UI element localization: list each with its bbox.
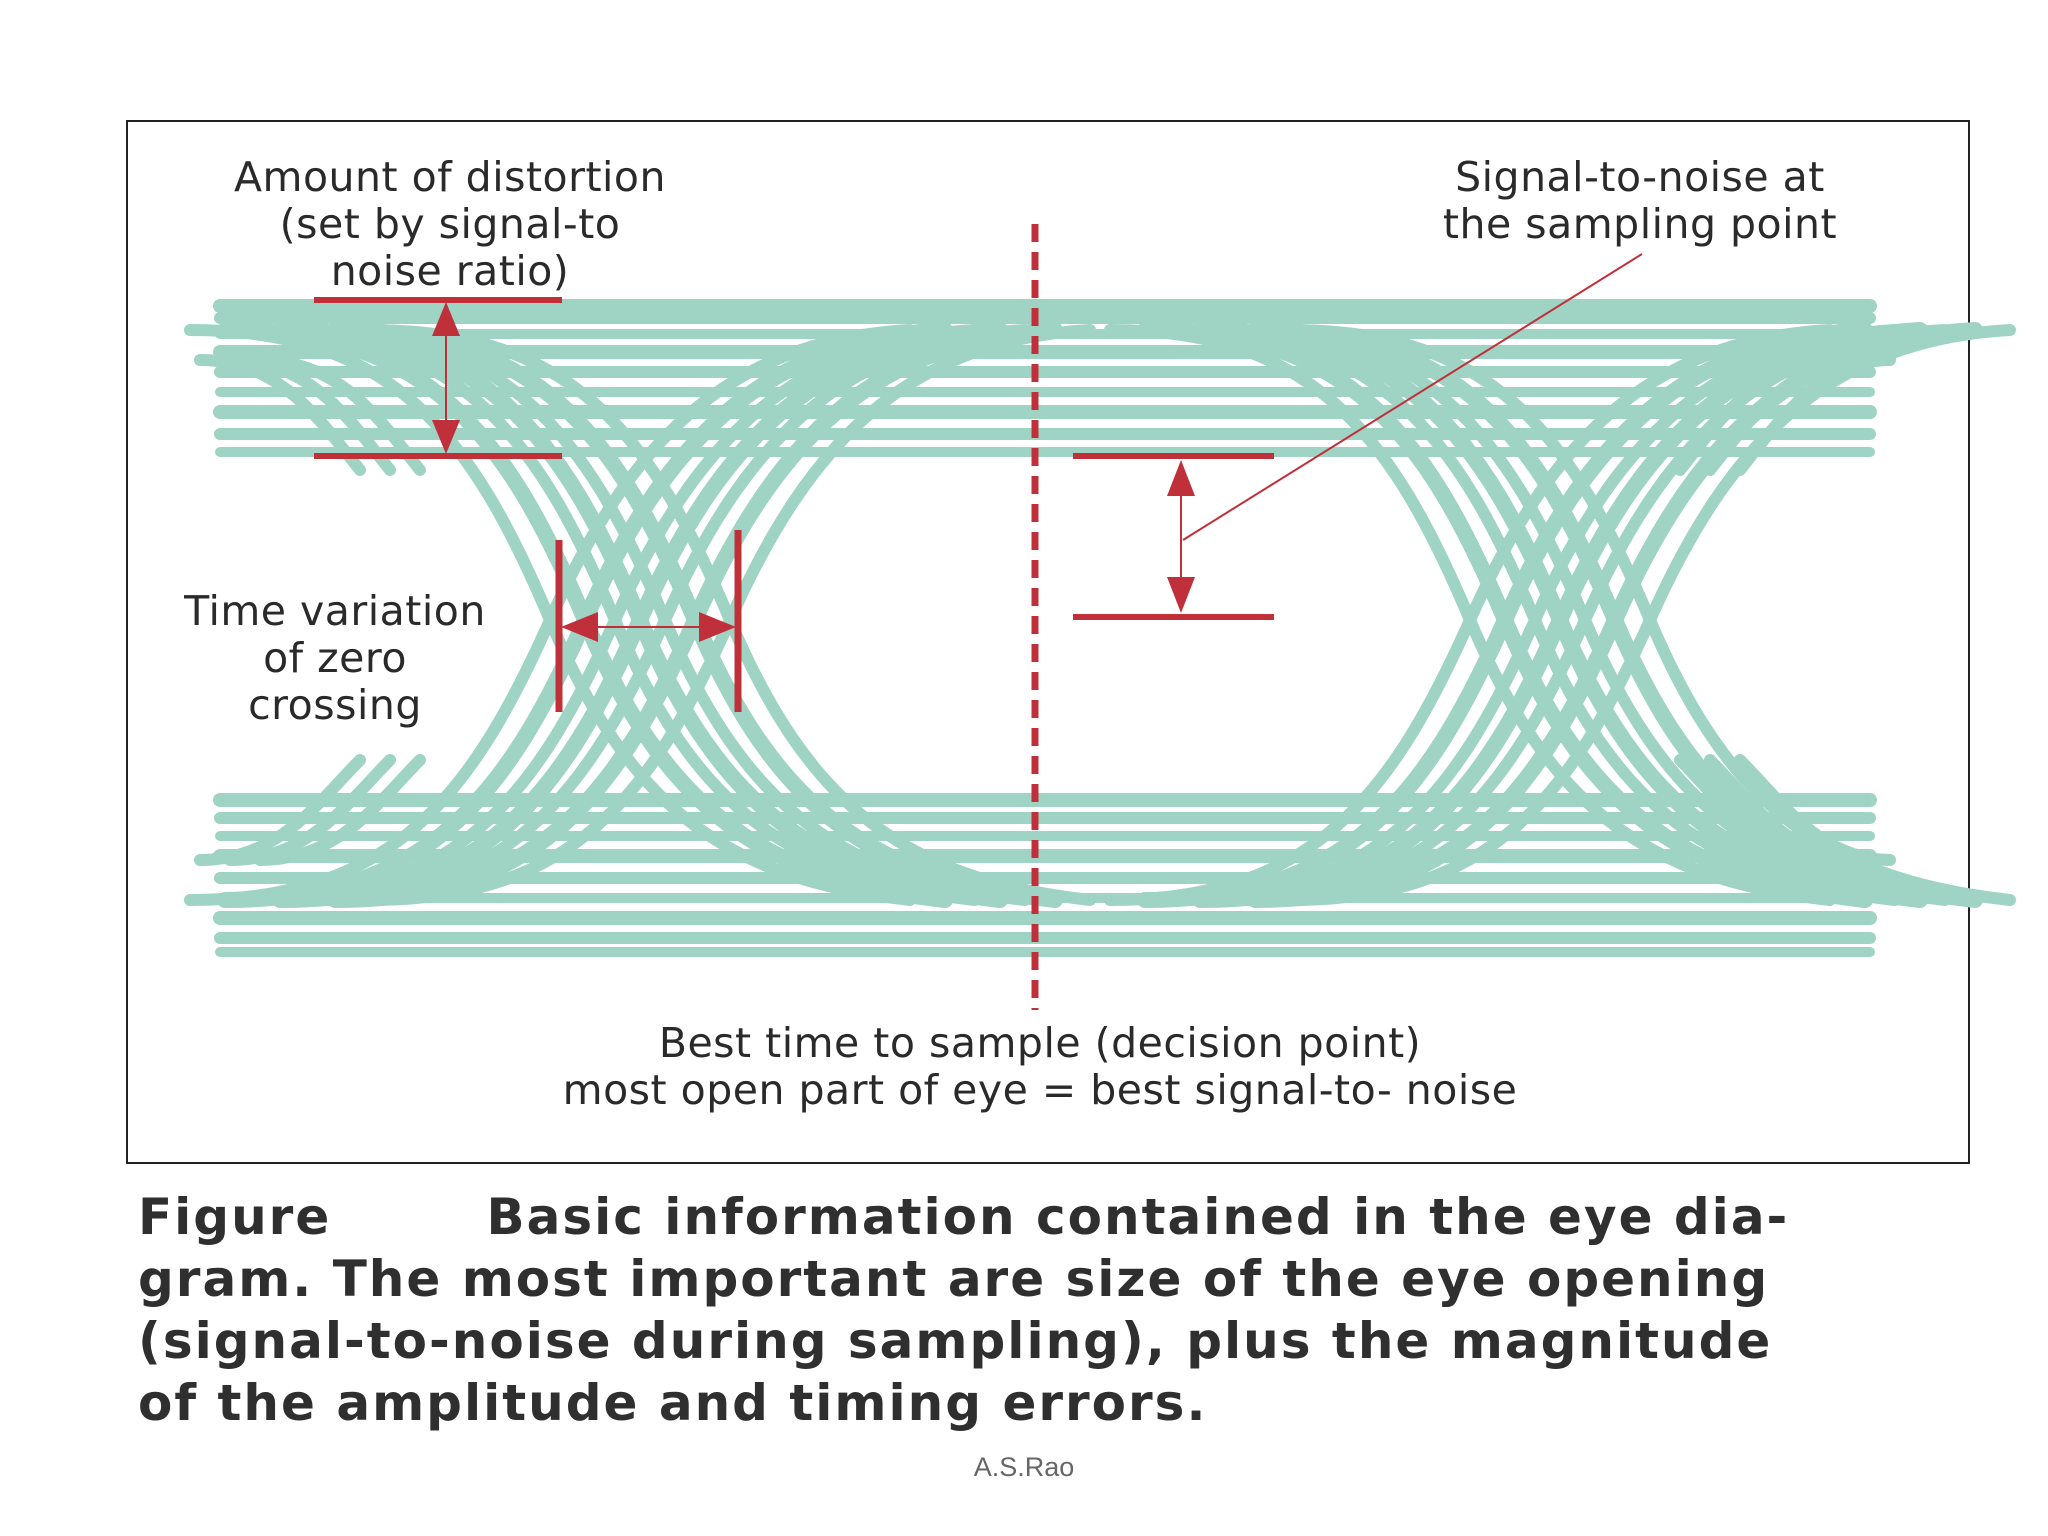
footer-author: A.S.Rao (973, 1452, 1075, 1482)
snr-arrow-head-down (1167, 577, 1195, 613)
caption-line-4: of the amplitude and timing errors. (138, 1374, 1208, 1432)
snr-leader-line (1182, 253, 1643, 541)
eye-trace (254, 754, 426, 866)
eye-trace (249, 324, 981, 906)
eye-trace (1734, 754, 1896, 866)
eye-trace (272, 322, 1008, 908)
annotation-markers (314, 224, 1643, 1010)
distortion-label-line-3: noise ratio) (330, 247, 570, 295)
eye-trace (364, 324, 1096, 906)
best-time-label-line-1: Best time to sample (decision point) (658, 1019, 1422, 1067)
eye-trace (299, 324, 1031, 906)
eye-traces (184, 299, 2016, 957)
best-time-label-line-2: most open part of eye = best signal-to- … (562, 1066, 1518, 1114)
snr-arrow-head-up (1167, 460, 1195, 496)
eye-trace (1104, 324, 1836, 906)
time-variation-label-line-3: crossing (248, 681, 422, 729)
eye-trace (184, 324, 916, 906)
eye-trace (327, 322, 1063, 908)
eye-trace (1734, 354, 1896, 476)
snr-label-line-1: Signal-to-noise at (1455, 153, 1825, 201)
eye-trace (1704, 354, 1866, 476)
time-variation-label-line-2: of zero (263, 634, 407, 682)
distortion-label: Amount of distortion (set by signal-to n… (190, 154, 710, 295)
caption-line-3: (signal-to-noise during sampling), plus … (138, 1312, 1773, 1370)
zero-crossing-arrow-head-right (699, 612, 736, 642)
eye-trace (1674, 754, 1836, 866)
zero-crossing-arrow-head-left (561, 612, 598, 642)
caption-line-1: Figure Basic information contained in th… (138, 1188, 1790, 1246)
eye-trace (1704, 754, 1866, 866)
distortion-label-line-1: Amount of distortion (233, 153, 667, 201)
distortion-arrow-head-down (432, 420, 460, 454)
snr-label: Signal-to-noise at the sampling point (1380, 154, 1900, 248)
time-variation-label: Time variation of zero crossing (150, 588, 520, 729)
eye-trace (1674, 354, 1836, 476)
caption-line-2: gram. The most important are size of the… (138, 1250, 1770, 1308)
eye-trace (1137, 322, 1873, 908)
distortion-label-line-2: (set by signal-to (279, 200, 621, 248)
eye-trace (1169, 324, 1901, 906)
best-time-label: Best time to sample (decision point) mos… (440, 1020, 1640, 1114)
eye-trace (254, 354, 426, 476)
eye-trace (1192, 322, 1928, 908)
distortion-arrow-head-up (432, 302, 460, 336)
time-variation-label-line-1: Time variation (184, 587, 486, 635)
snr-label-line-2: the sampling point (1442, 200, 1838, 248)
